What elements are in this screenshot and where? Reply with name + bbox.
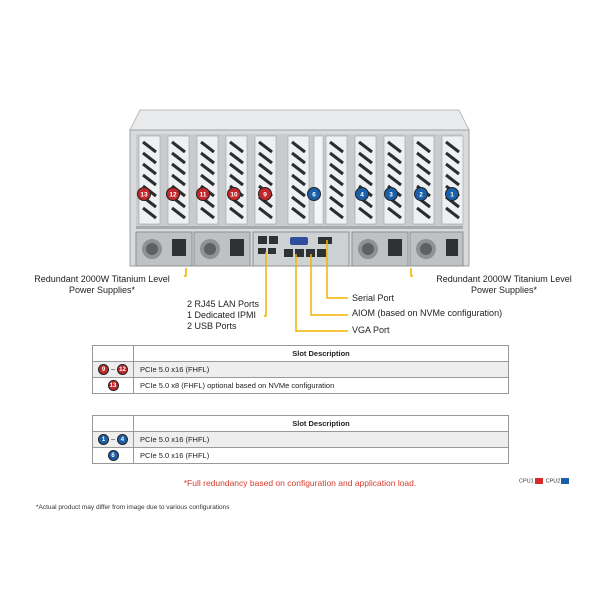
- label-usb-ports: 2 USB Ports: [187, 321, 237, 331]
- leader-line: [295, 254, 348, 332]
- slot-description: PCIe 5.0 x16 (FHFL): [133, 361, 509, 378]
- slot-table-cpu2: Slot Description 1–4 PCIe 5.0 x16 (FHFL)…: [92, 415, 509, 464]
- svg-text:3: 3: [389, 191, 393, 198]
- pcie-slot-bracket: [441, 135, 464, 225]
- slot-number-badge: 13: [137, 187, 151, 201]
- pcie-slot-bracket: [412, 135, 435, 225]
- table-row: 1–4 PCIe 5.0 x16 (FHFL): [92, 431, 509, 448]
- leader-line: [410, 268, 413, 277]
- svg-text:10: 10: [230, 191, 238, 198]
- slot-number-badge: 4: [355, 187, 369, 201]
- slot-description: PCIe 5.0 x16 (FHFL): [133, 431, 509, 448]
- table2-header: Slot Description: [133, 415, 509, 432]
- svg-text:2: 2: [419, 191, 423, 198]
- slot-number-badge: 1: [445, 187, 459, 201]
- svg-text:4: 4: [360, 191, 364, 198]
- svg-text:1: 1: [450, 191, 454, 198]
- table-row: 6 PCIe 5.0 x16 (FHFL): [92, 447, 509, 464]
- pcie-slot-bracket: [167, 135, 190, 225]
- slot-number-badge: 12: [166, 187, 180, 201]
- slot-number-badge: 9: [258, 187, 272, 201]
- svg-text:11: 11: [200, 191, 207, 198]
- slot-number-badge: 3: [384, 187, 398, 201]
- slot-number-badge: 11: [196, 187, 210, 201]
- label-psu-left: Redundant 2000W Titanium Level Power Sup…: [34, 274, 170, 295]
- table2-corner: [92, 415, 134, 432]
- redundancy-note: *Full redundancy based on configuration …: [183, 478, 417, 488]
- table1-corner: [92, 345, 134, 362]
- svg-text:6: 6: [312, 191, 316, 198]
- slot-description: PCIe 5.0 x16 (FHFL): [133, 447, 509, 464]
- label-ipmi: 1 Dedicated IPMI: [187, 310, 257, 320]
- cpu1-label: CPU1: [519, 478, 534, 485]
- label-vga-port: VGA Port: [352, 325, 390, 335]
- slot-badge: 12: [116, 364, 128, 375]
- cpu1-swatch: [534, 478, 543, 484]
- leader-line: [326, 240, 348, 299]
- slot-badge: 13: [107, 380, 119, 391]
- cpu-legend: CPU1 CPU2: [519, 478, 572, 484]
- slot-badge: 6: [107, 450, 119, 461]
- table1-header: Slot Description: [133, 345, 509, 362]
- label-serial-port: Serial Port: [352, 293, 395, 303]
- slot-number-badge: 2: [414, 187, 428, 201]
- svg-text:12: 12: [169, 191, 177, 198]
- table-row: 13 PCIe 5.0 x8 (FHFL) optional based on …: [92, 377, 509, 394]
- pcie-slot-bracket: [287, 135, 310, 225]
- svg-text:13: 13: [140, 191, 148, 198]
- leader-line: [184, 268, 187, 277]
- label-psu-right: Redundant 2000W Titanium Level Power Sup…: [436, 274, 572, 295]
- slot-badge: 4: [116, 434, 128, 445]
- footnote: *Actual product may differ from image du…: [36, 504, 230, 511]
- slot-table-cpu1: Slot Description 9–12 PCIe 5.0 x16 (FHFL…: [92, 345, 509, 394]
- leader-line: [264, 252, 267, 317]
- cpu2-swatch: [561, 478, 570, 484]
- table-row: 9–12 PCIe 5.0 x16 (FHFL): [92, 361, 509, 378]
- cpu2-label: CPU2: [545, 478, 561, 485]
- svg-text:9: 9: [263, 191, 267, 198]
- slot-badge: 9: [98, 364, 110, 375]
- server-rear-illustration: 13 12 11 10 9 6 4 3 2 1: [129, 109, 470, 267]
- label-lan-ports: 2 RJ45 LAN Ports: [187, 299, 260, 309]
- label-aiom: AIOM (based on NVMe configuration): [352, 308, 503, 318]
- leader-line: [310, 254, 348, 316]
- slot-badge: 1: [98, 434, 110, 445]
- pcie-slot-bracket: [325, 135, 348, 225]
- pcie-slot-bracket: [196, 135, 219, 225]
- slot-description: PCIe 5.0 x8 (FHFL) optional based on NVM…: [133, 377, 509, 394]
- slot-number-badge: 10: [227, 187, 241, 201]
- slot-number-badge: 6: [307, 187, 321, 201]
